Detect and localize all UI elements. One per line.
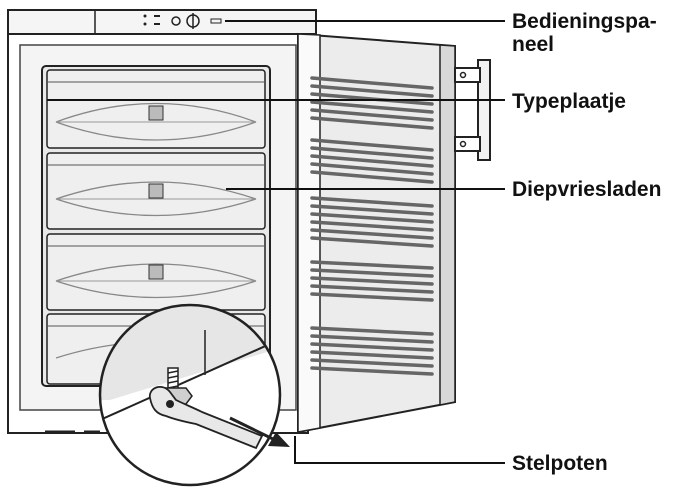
label-adjustable-feet: Stelpoten — [512, 452, 608, 475]
label-type-plate: Typeplaatje — [512, 90, 626, 113]
drawer-2 — [46, 152, 266, 230]
drawer-1 — [46, 69, 266, 149]
drawer-3 — [46, 233, 266, 311]
freezer-door — [297, 32, 456, 434]
control-panel-controls — [143, 13, 222, 29]
leader-adjustable-feet — [294, 436, 505, 464]
door-handle — [454, 59, 491, 161]
leader-lines — [47, 20, 505, 464]
label-freezer-drawers: Diepvriesladen — [512, 178, 662, 201]
label-control-panel: Bedieningspa- neel — [512, 10, 657, 56]
